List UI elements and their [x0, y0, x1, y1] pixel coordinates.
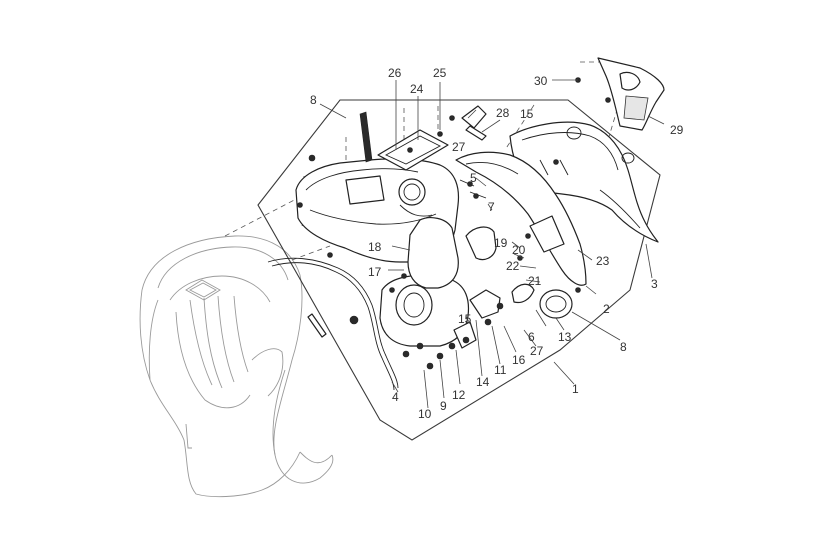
- label-2: 2: [603, 302, 610, 316]
- part-6: [511, 283, 535, 304]
- label-14: 14: [476, 375, 490, 389]
- label-4: 4: [392, 390, 399, 404]
- label-21: 21: [528, 274, 542, 288]
- label-11: 11: [494, 363, 507, 377]
- label-5: 5: [470, 171, 477, 185]
- label-15-top: 15: [520, 107, 534, 121]
- label-12: 12: [452, 388, 466, 402]
- label-17: 17: [368, 265, 382, 279]
- part-glovebox: [379, 217, 501, 349]
- label-25: 25: [433, 66, 447, 80]
- part-2-side-trim: [455, 151, 587, 286]
- part-3-right-panel: [509, 121, 659, 243]
- small-rod: [307, 313, 327, 338]
- label-13: 13: [558, 330, 572, 344]
- label-23: 23: [596, 254, 610, 268]
- part-number-labels: 1 2 3 4 5 6 7 8 8 9 10 11 12 13 14 15 15…: [310, 66, 684, 421]
- label-6: 6: [528, 330, 535, 344]
- dashed-leader: [291, 245, 331, 261]
- assembly-frame: [257, 99, 661, 441]
- label-27-top: 27: [452, 140, 466, 154]
- label-30: 30: [534, 74, 548, 88]
- label-24: 24: [410, 82, 424, 96]
- part-13-ring: [539, 289, 573, 319]
- dashed-leader: [224, 195, 303, 237]
- label-1: 1: [572, 382, 579, 396]
- label-15-mid: 15: [458, 312, 472, 326]
- label-9: 9: [440, 399, 447, 413]
- label-19: 19: [494, 236, 508, 250]
- part-8-strip: [359, 111, 373, 163]
- label-29: 29: [670, 123, 684, 137]
- label-18: 18: [368, 240, 382, 254]
- leader-lines: [319, 79, 665, 409]
- label-27-bottom: 27: [530, 344, 544, 358]
- part-29-cover: [597, 57, 665, 131]
- fasteners: [297, 77, 611, 370]
- part-4-rail: [267, 257, 399, 391]
- label-8-top: 8: [310, 93, 317, 107]
- label-10: 10: [418, 407, 432, 421]
- label-8-right: 8: [620, 340, 627, 354]
- label-7: 7: [488, 200, 495, 214]
- label-16: 16: [512, 353, 526, 367]
- label-20: 20: [512, 243, 526, 257]
- front-shield-ghost: [139, 235, 334, 498]
- label-28: 28: [496, 106, 510, 120]
- part-28-bracket: [461, 105, 487, 141]
- label-26: 26: [388, 66, 402, 80]
- part-24-frame: [377, 129, 449, 171]
- label-22: 22: [506, 259, 520, 273]
- label-3: 3: [651, 277, 658, 291]
